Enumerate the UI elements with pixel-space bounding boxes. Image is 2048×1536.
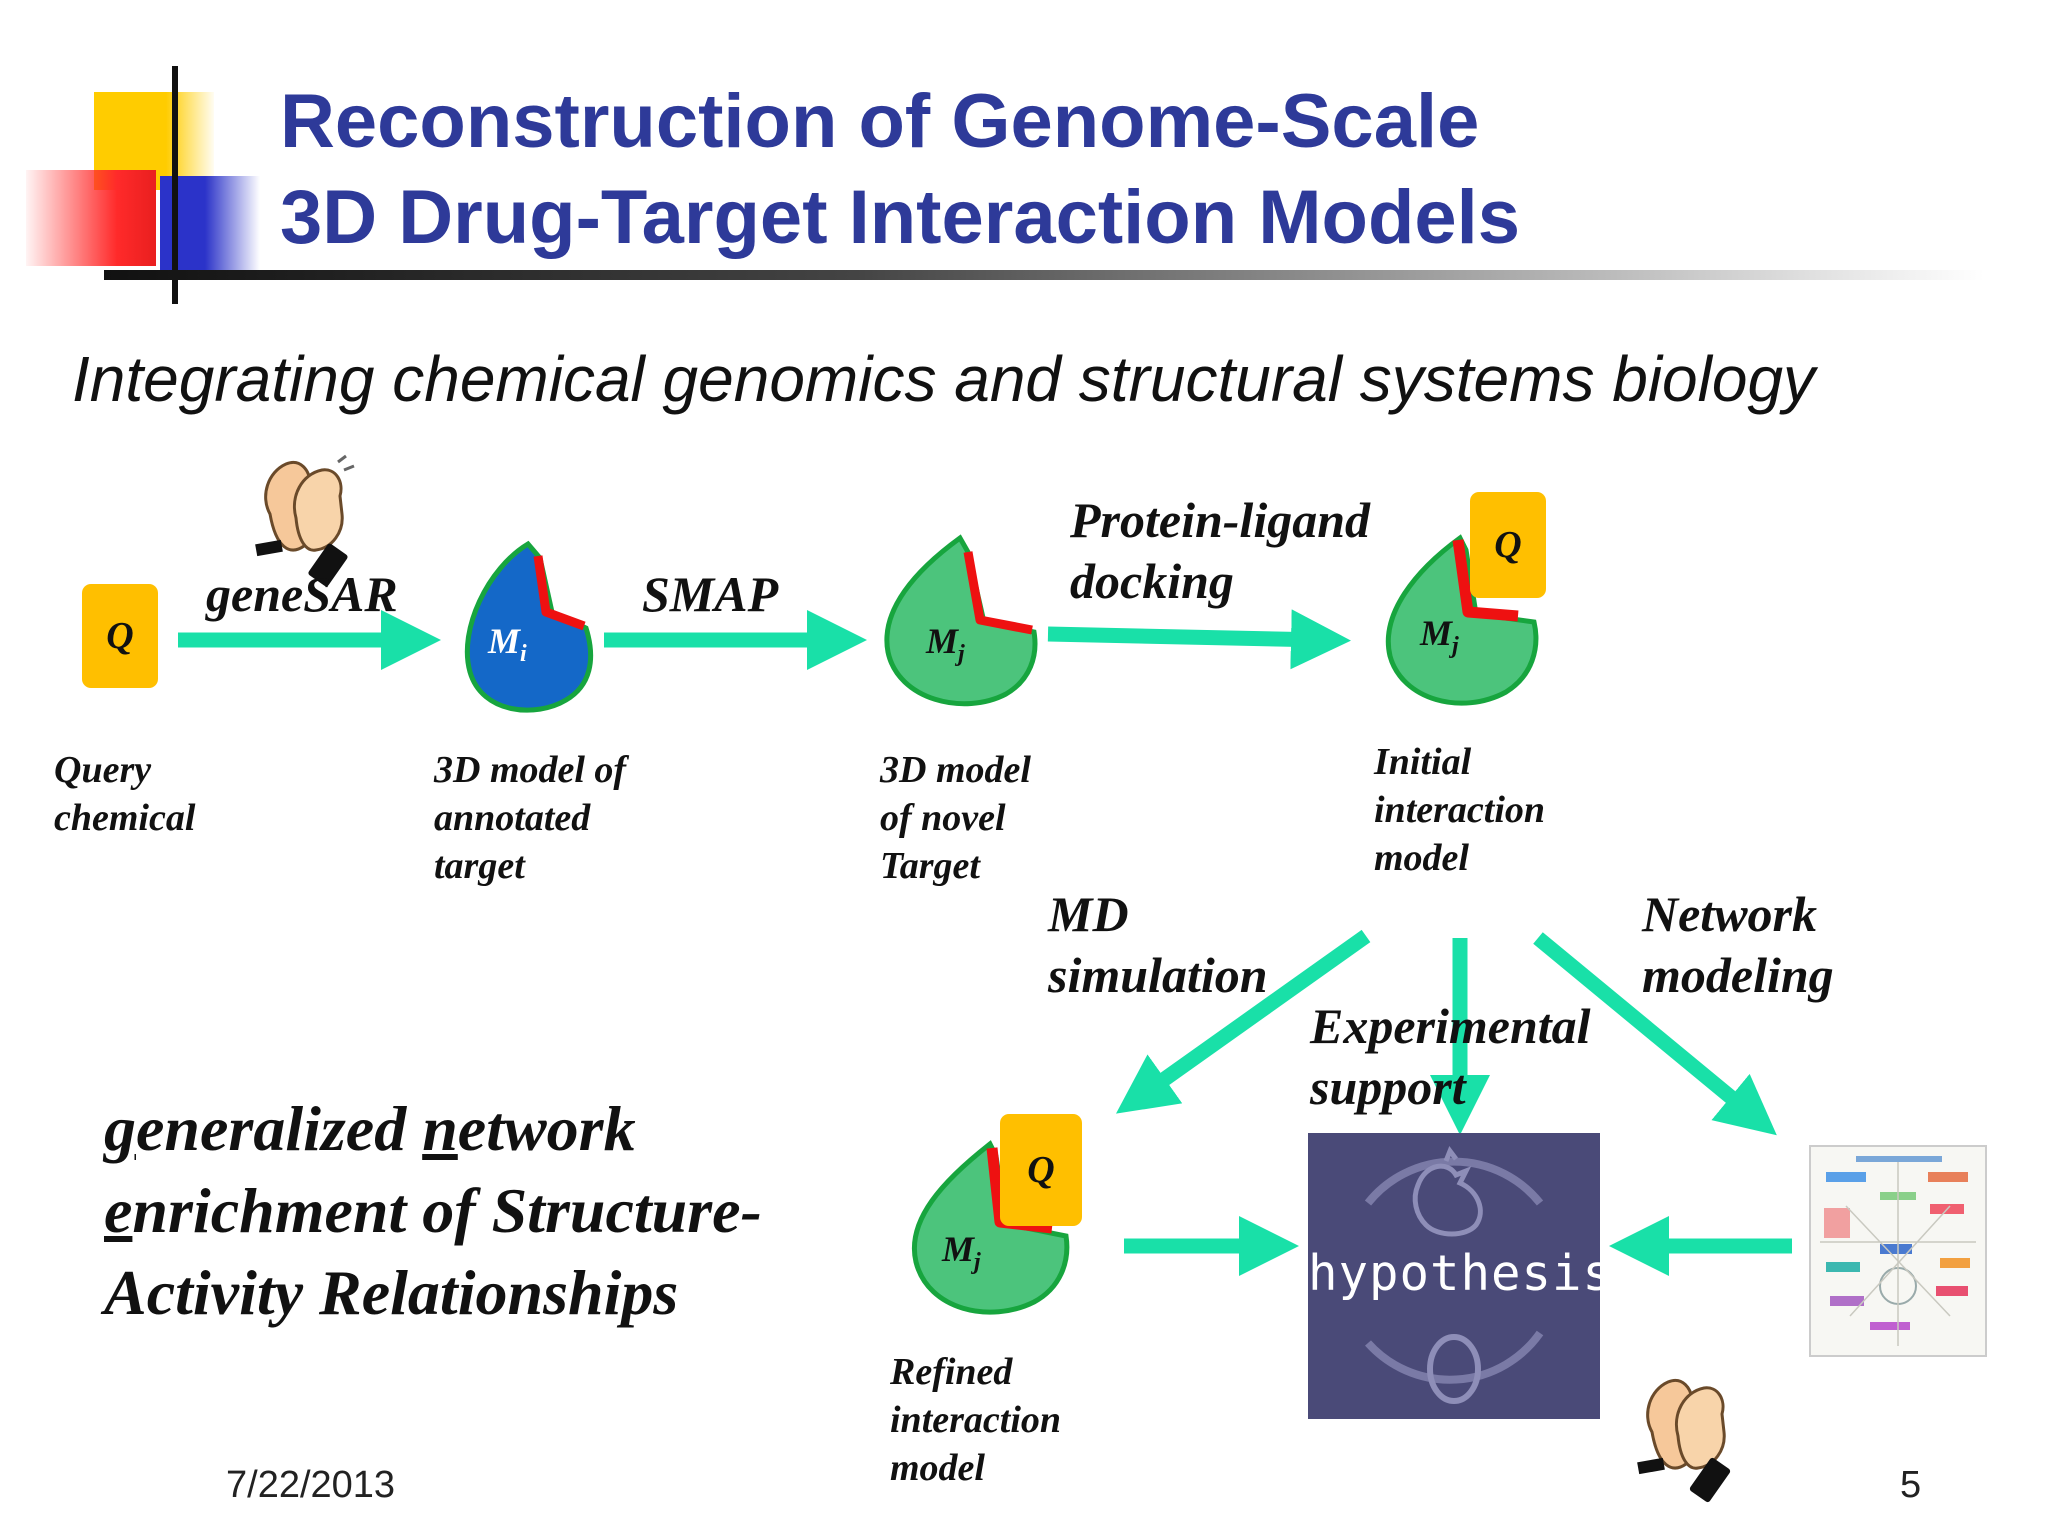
- edge-label-genesar: geneSAR: [206, 566, 398, 622]
- model-mj-label-initial: Mj: [1420, 613, 1459, 660]
- subtitle: Integrating chemical genomics and struct…: [72, 343, 1816, 415]
- genesar-line-2: enrichment of Structure-: [104, 1175, 762, 1246]
- arrow-md: [1115, 929, 1371, 1114]
- model-mj-novel-shape: [884, 534, 1038, 707]
- ligand-box-refined: Q: [1000, 1114, 1082, 1226]
- hypothesis-word: hypothesis: [1308, 1245, 1600, 1302]
- model-mj-label-refined: Mj: [942, 1229, 981, 1276]
- deco-horizontal-rule: [104, 270, 1984, 280]
- model-mi-label: Mi: [488, 621, 527, 668]
- clapping-hands-icon: [255, 454, 355, 587]
- slide-date: 7/22/2013: [226, 1464, 396, 1506]
- clapping-hands-icon-2: [1637, 1379, 1731, 1503]
- model-mj-refined-shape: [912, 1140, 1070, 1315]
- model-mj-initial-shape: [1385, 534, 1539, 706]
- hypothesis-art: [1364, 1145, 1544, 1404]
- genesar-line-1: generalized network: [104, 1093, 636, 1164]
- title-line-2: 3D Drug-Target Interaction Models: [280, 175, 1521, 260]
- model-mi-shape: [464, 540, 594, 713]
- pathway-map-thumbnail: [1809, 1145, 1987, 1357]
- deco-vertical-bar: [172, 66, 178, 304]
- model-mj-label-novel: Mj: [926, 621, 965, 668]
- egg-icon: [1427, 1334, 1481, 1404]
- query-box: Q: [82, 584, 158, 688]
- ligand-box-initial: Q: [1470, 492, 1546, 598]
- arrow-docking: [1047, 609, 1351, 670]
- genesar-line-3: Activity Relationships: [104, 1257, 679, 1328]
- page-number: 5: [1900, 1464, 1922, 1506]
- hypothesis-image: hypothesis: [1308, 1133, 1600, 1419]
- edge-label-smap: SMAP: [642, 566, 779, 622]
- deco-red-square: [26, 170, 156, 266]
- arrow-network: [1533, 932, 1777, 1136]
- chicken-icon: [1412, 1145, 1483, 1237]
- title-line-1: Reconstruction of Genome-Scale: [280, 79, 1480, 164]
- genesar-expansion: generalized network enrichment of Struct…: [104, 1088, 762, 1334]
